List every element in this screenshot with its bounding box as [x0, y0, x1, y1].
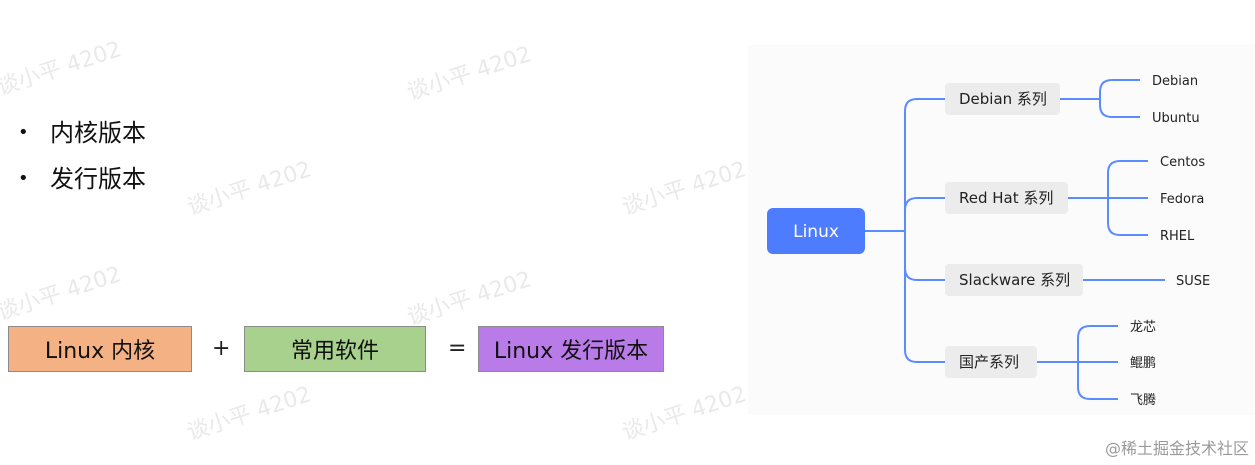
branch-connector [904, 197, 945, 231]
version-list: • 内核版本 • 发行版本 [18, 110, 146, 202]
leaf-node-label: Centos [1160, 155, 1205, 170]
root-node-label: Linux [793, 222, 839, 242]
list-item-label: 发行版本 [50, 165, 146, 193]
bullet-dot-icon: • [18, 122, 29, 143]
branch-node-label: Slackware 系列 [959, 271, 1070, 289]
leaf-node-label: 龙芯 [1130, 320, 1156, 335]
kernel-box: Linux 内核 [8, 326, 192, 372]
leaf-node-label: Fedora [1160, 192, 1204, 207]
list-item: • 发行版本 [18, 156, 146, 202]
list-item: • 内核版本 [18, 110, 146, 156]
software-box: 常用软件 [244, 326, 426, 372]
leaf-node-label: RHEL [1160, 229, 1195, 244]
branch-node-box [945, 83, 1060, 115]
branch-connector [904, 231, 945, 363]
leaf-node-label: 鲲鹏 [1130, 356, 1156, 371]
plus-sign: + [212, 336, 231, 361]
branch-node: Debian 系列 [945, 83, 1060, 115]
branch-node-label: Red Hat 系列 [959, 189, 1053, 207]
child-connector [1077, 325, 1118, 362]
branch-connector [904, 231, 945, 281]
branch-node-label: 国产系列 [959, 353, 1019, 371]
leaf-node-label: Debian [1152, 74, 1198, 89]
branch-node-label: Debian 系列 [959, 90, 1047, 108]
leaf-node-label: Ubuntu [1152, 111, 1200, 126]
child-connector [1107, 198, 1148, 236]
branch-node-box [945, 346, 1037, 378]
leaf-node-label: SUSE [1176, 274, 1210, 289]
branch-connector [904, 98, 945, 231]
root-node-box [767, 208, 865, 254]
child-connector [1107, 160, 1148, 198]
branch-node: 国产系列 [945, 346, 1037, 378]
branch-node-box [945, 182, 1068, 214]
leaf-node-label: 飞腾 [1130, 392, 1156, 408]
branch-node: Slackware 系列 [945, 264, 1083, 296]
equals-sign: = [448, 336, 467, 361]
root-node: Linux [767, 208, 865, 254]
distribution-box: Linux 发行版本 [478, 326, 664, 372]
bullet-dot-icon: • [18, 168, 29, 189]
list-item-label: 内核版本 [50, 119, 146, 147]
child-connector [1099, 79, 1140, 99]
branch-node-box [945, 264, 1083, 296]
credit-text: @稀土掘金技术社区 [1104, 439, 1249, 458]
child-connector [1077, 362, 1118, 400]
branch-node: Red Hat 系列 [945, 182, 1068, 214]
child-connector [1099, 99, 1140, 118]
